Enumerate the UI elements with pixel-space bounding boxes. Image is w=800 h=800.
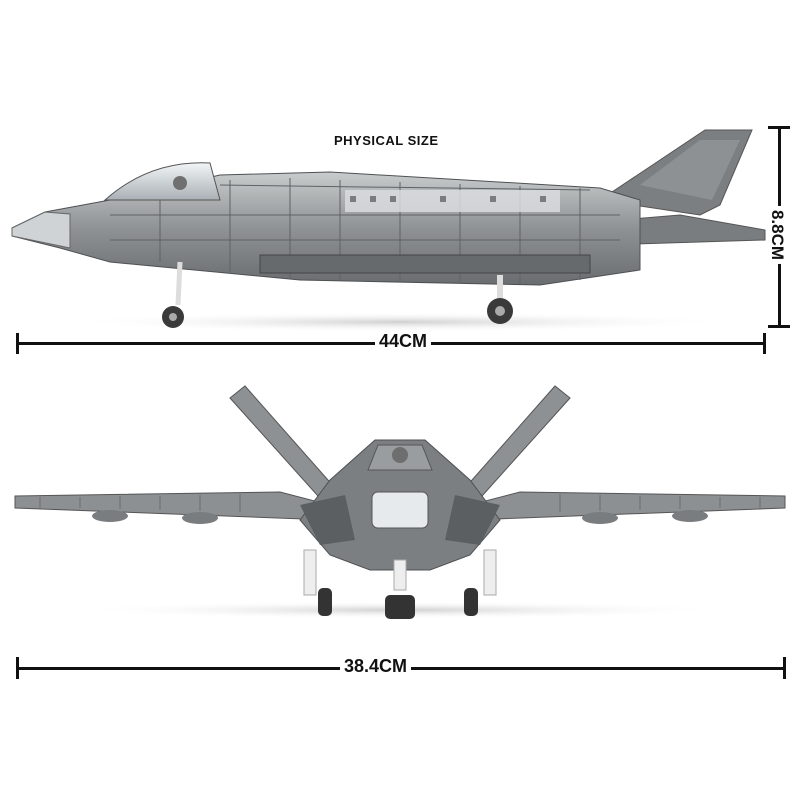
length-tick-left	[16, 333, 19, 354]
length-tick-right	[763, 333, 766, 354]
height-label: 8.8CM	[767, 205, 788, 265]
length-label: 44CM	[375, 331, 432, 352]
height-tick-top	[768, 126, 790, 129]
physical-size-title: PHYSICAL SIZE	[334, 133, 439, 148]
side-view-jet	[11, 129, 766, 328]
wingspan-tick-left	[16, 657, 19, 679]
front-view-jet	[14, 385, 786, 619]
wingspan-label: 38.4CM	[340, 656, 412, 677]
side-shadow	[60, 312, 740, 332]
wingspan-tick-right	[783, 657, 786, 679]
height-tick-bottom	[768, 325, 790, 328]
